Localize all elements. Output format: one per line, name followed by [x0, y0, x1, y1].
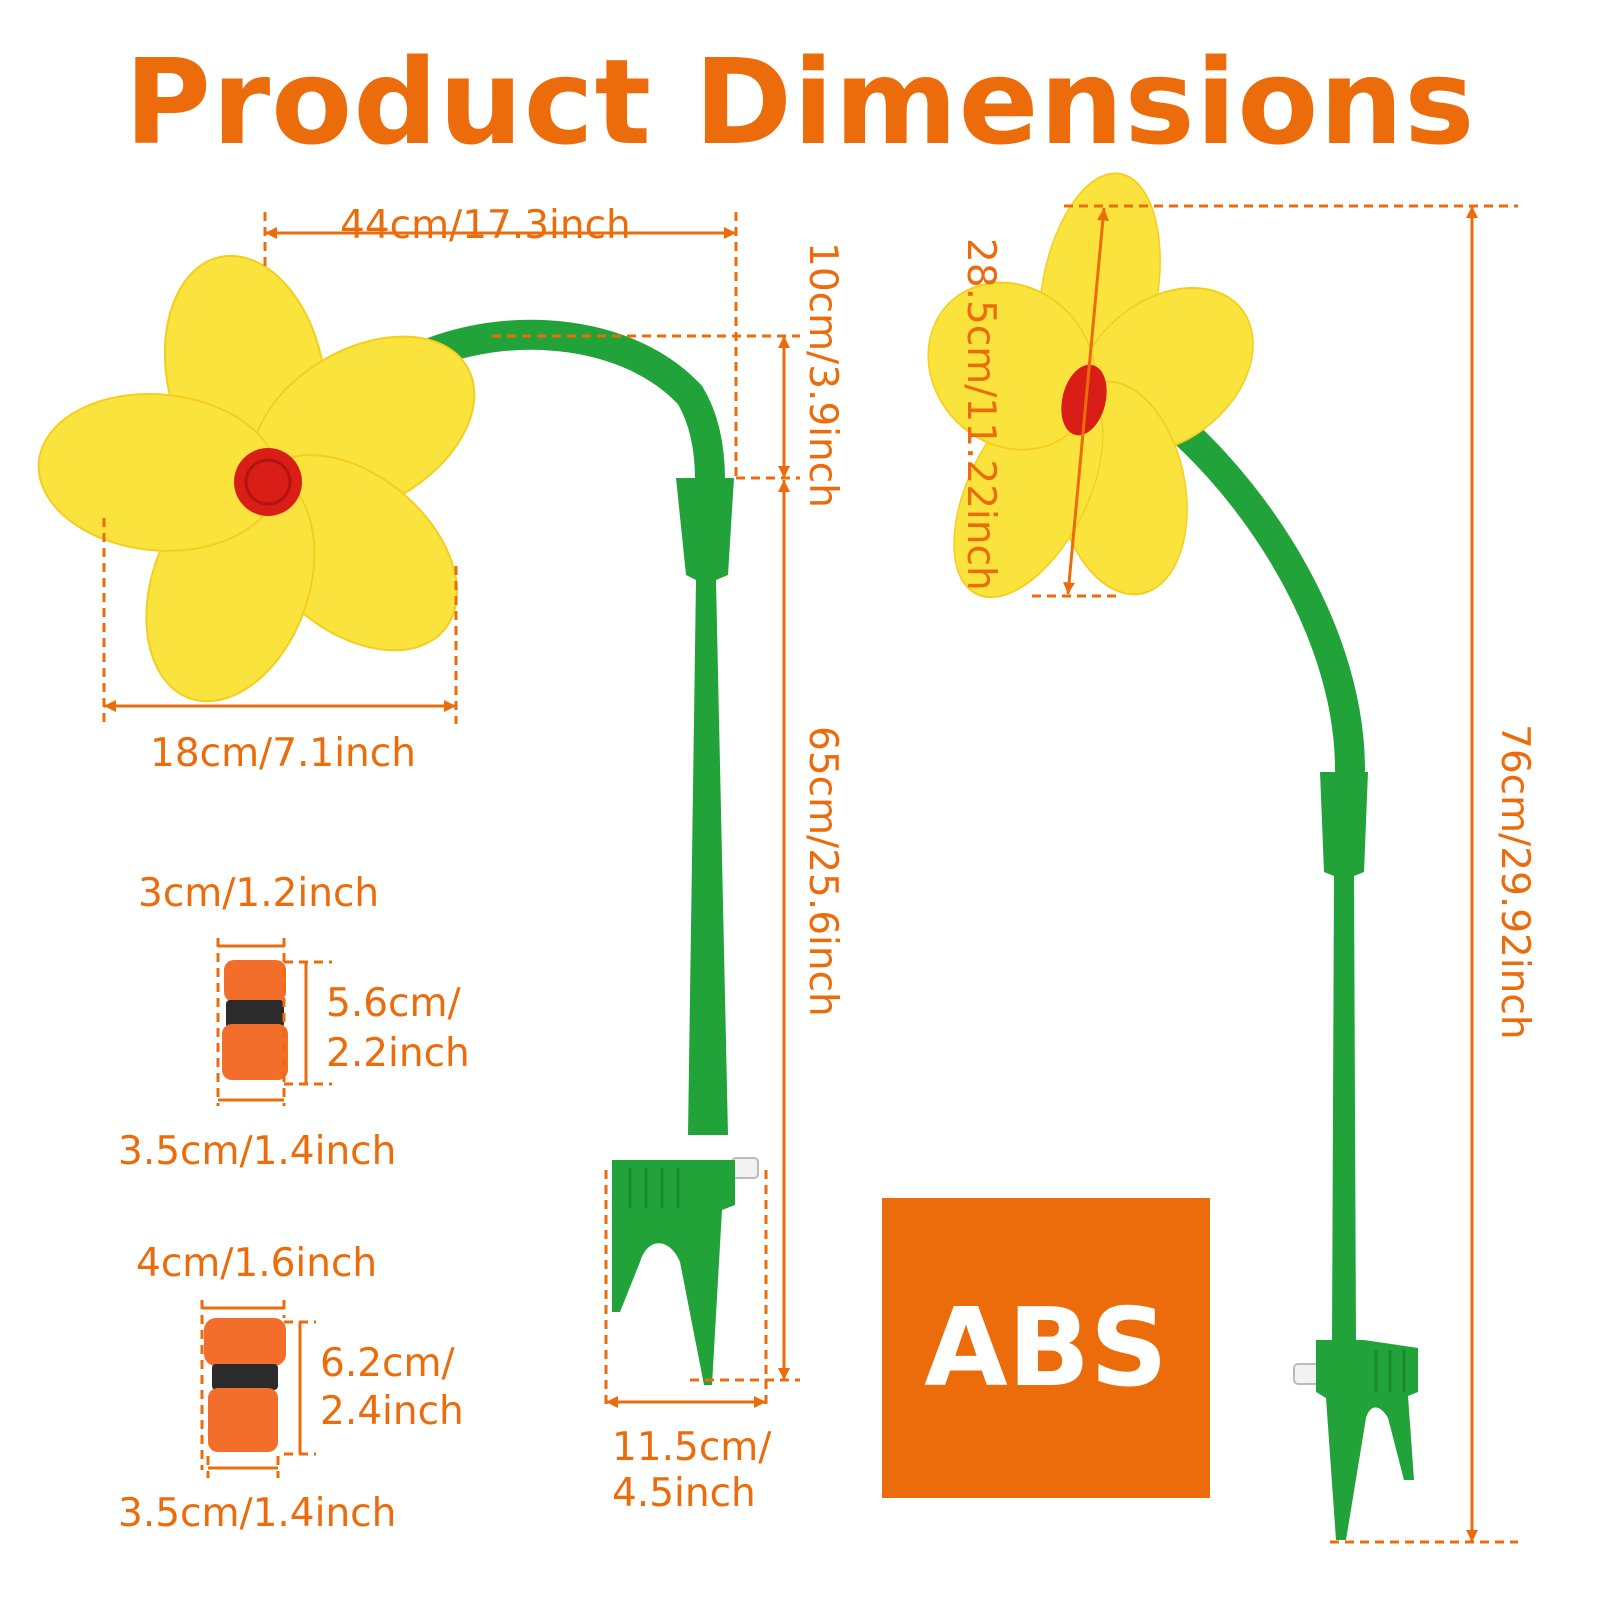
- material-badge: ABS: [882, 1198, 1210, 1498]
- dimension-lines: [102, 204, 1518, 1544]
- left-flex-neck: [385, 319, 725, 495]
- label-large-connector-bottom-width: 3.5cm/1.4inch: [118, 1491, 397, 1536]
- label-stake-height: 65cm/25.6inch: [800, 726, 845, 1017]
- label-flower-width: 18cm/7.1inch: [150, 731, 416, 776]
- left-hose-spigot: [731, 1157, 759, 1179]
- label-small-connector-height-line2: 2.2inch: [326, 1031, 470, 1076]
- connector-small: [222, 960, 288, 1080]
- label-small-connector-height-line1: 5.6cm/: [326, 981, 461, 1026]
- left-sprinkler: [37, 254, 759, 1385]
- page-title: Product Dimensions: [124, 33, 1476, 171]
- right-sprinkler: [927, 172, 1418, 1540]
- connector-large: [204, 1318, 286, 1452]
- label-large-connector-top-width: 4cm/1.6inch: [136, 1241, 378, 1286]
- dimension-arrowheads: [104, 206, 1478, 1542]
- label-small-connector-top-width: 3cm/1.2inch: [138, 871, 380, 916]
- label-large-connector-height-line2: 2.4inch: [320, 1389, 464, 1434]
- right-rigid-pipe: [1320, 772, 1368, 1340]
- material-label: ABS: [924, 1285, 1168, 1411]
- label-base-width-line1: 11.5cm/: [612, 1425, 772, 1470]
- left-flower: [37, 254, 476, 703]
- left-stake-ribs: [628, 1168, 680, 1208]
- label-head-span: 44cm/17.3inch: [340, 203, 631, 248]
- left-flower-center: [234, 448, 302, 516]
- label-total-height: 76cm/29.92inch: [1492, 724, 1537, 1040]
- left-stake-base: [612, 1160, 735, 1385]
- right-stake-ribs: [1374, 1350, 1406, 1392]
- right-flower-center: [1061, 364, 1107, 436]
- right-flower: [927, 172, 1254, 599]
- label-small-connector-bottom-width: 3.5cm/1.4inch: [118, 1129, 397, 1174]
- left-rigid-pipe: [676, 478, 734, 1135]
- label-bend-drop: 10cm/3.9inch: [800, 242, 845, 508]
- label-flower-diameter: 28.5cm/11.22inch: [958, 238, 1003, 591]
- dimension-arrows: [104, 206, 1474, 1542]
- right-stake-base: [1316, 1340, 1418, 1540]
- label-large-connector-height-line1: 6.2cm/: [320, 1341, 455, 1386]
- label-base-width-line2: 4.5inch: [612, 1471, 756, 1516]
